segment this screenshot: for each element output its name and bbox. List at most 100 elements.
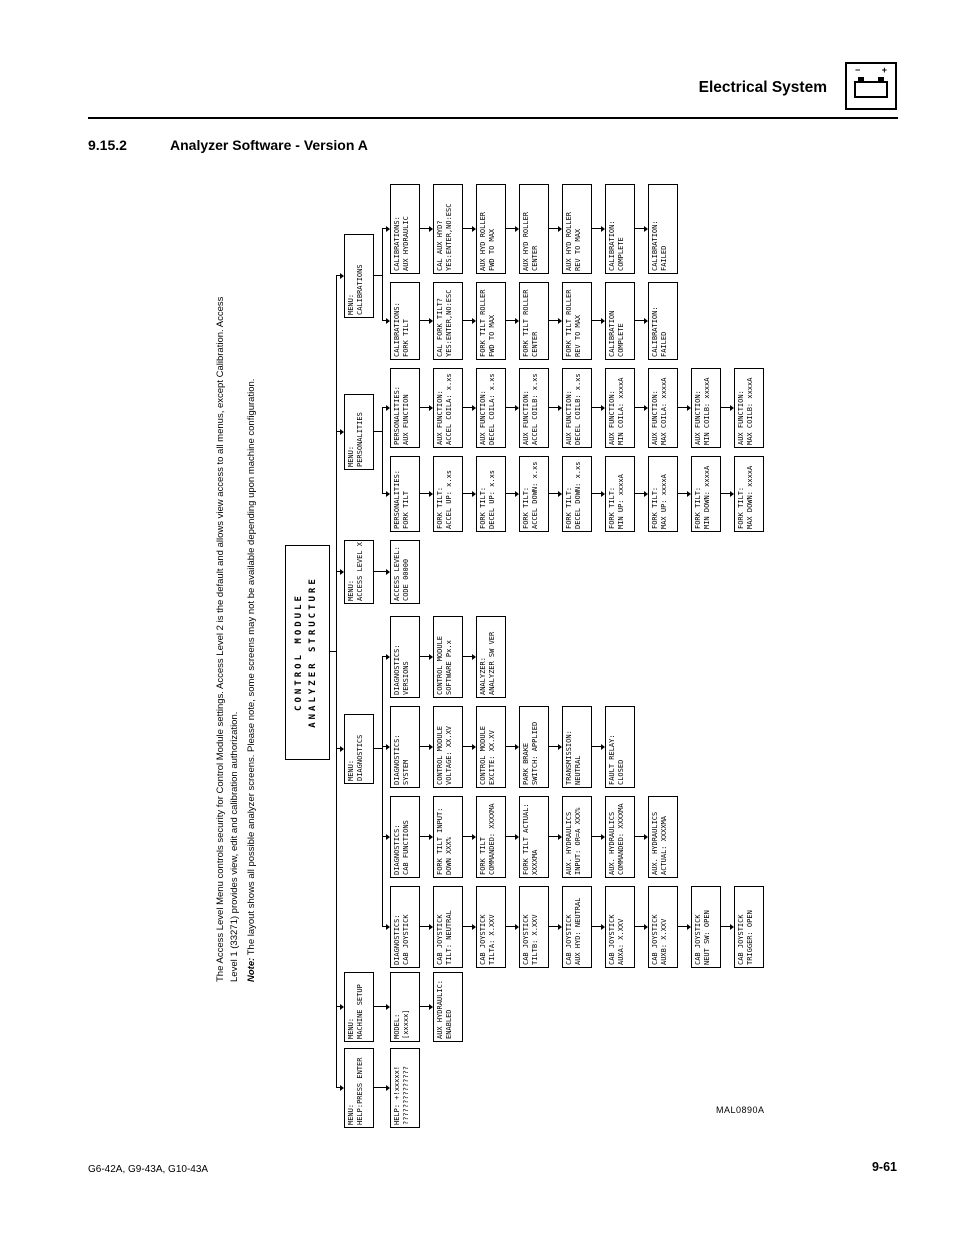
connector-line: [721, 407, 730, 408]
connector-line: [463, 656, 472, 657]
battery-terminal-right: [878, 77, 884, 81]
screen-box: CAB JOYSTICK TRIGGER: OPEN: [734, 886, 764, 968]
connector-line: [382, 657, 383, 927]
footer-page-number: 9-61: [871, 1160, 897, 1174]
screen-box: FORK TILT: MIN UP: xxxxA: [605, 456, 635, 532]
screen-box: AUX. HYDRAULICS ACTUAL: XXXXMA: [648, 796, 678, 878]
connector-line: [592, 493, 601, 494]
menu-box: MENU: HELP:PRESS ENTER: [344, 1048, 374, 1128]
screen-box: CAL AUX HYD? YES:ENTER,NO:ESC: [433, 184, 463, 274]
connector-line: [506, 746, 515, 747]
connector-line: [592, 320, 601, 321]
submenu-box: PERSONALITIES: FORK TILT: [390, 456, 420, 532]
header-divider: [88, 117, 898, 119]
battery-body-shape: [854, 77, 888, 98]
screen-box: FORK TILT: ACCEL UP: x.xs: [433, 456, 463, 532]
connector-line: [420, 926, 429, 927]
connector-line: [374, 1087, 386, 1088]
section-name: Analyzer Software - Version A: [170, 137, 368, 153]
footer-model-list: G6-42A, G9-43A, G10-43A: [88, 1164, 209, 1175]
connector-line: [721, 493, 730, 494]
arrowhead-icon: [340, 1085, 344, 1091]
connector-line: [592, 836, 601, 837]
submenu-box: CALIBRATIONS: FORK TILT: [390, 282, 420, 360]
connector-line: [463, 493, 472, 494]
submenu-box: PERSONALITIES: AUX FUNCTION: [390, 368, 420, 448]
section-title: 9.15.2 Analyzer Software - Version A: [88, 137, 368, 153]
screen-box: AUX FUNCTION: MAX COILA: xxxxA: [648, 368, 678, 448]
connector-line: [549, 320, 558, 321]
arrowhead-icon: [340, 746, 344, 752]
connector-line: [635, 228, 644, 229]
screen-box: FAULT RELAY: CLOSED: [605, 706, 635, 788]
connector-line: [635, 836, 644, 837]
screen-box: CAB JOYSTICK TILT: NEUTRAL: [433, 886, 463, 968]
screen-box: FORK TILT: DECEL UP: x.xs: [476, 456, 506, 532]
screen-box: FORK TILT ACTUAL: XXXXMA: [519, 796, 549, 878]
intro-text: The Access Level Menu controls security …: [214, 290, 261, 982]
connector-line: [635, 926, 644, 927]
connector-line: [635, 493, 644, 494]
screen-box: PARK BRAKE SWITCH: APPLIED: [519, 706, 549, 788]
submenu-box: DIAGNOSTICS: SYSTEM: [390, 706, 420, 788]
connector-line: [506, 926, 515, 927]
connector-line: [420, 320, 429, 321]
section-number: 9.15.2: [88, 137, 127, 153]
intro-note: Note: The layout shows all possible anal…: [245, 290, 259, 982]
screen-box: MODEL: [xxxxx]: [390, 972, 420, 1042]
connector-line: [506, 228, 515, 229]
connector-line: [420, 493, 429, 494]
screen-box: AUX. HYDRAULICS INPUT: OR=A XXX%: [562, 796, 592, 878]
battery-minus-label: −: [855, 65, 861, 75]
screen-box: FORK TILT: ACCEL DOWN: x.xs: [519, 456, 549, 532]
battery-plus-label: +: [881, 65, 887, 75]
screen-box: FORK TILT: DECEL DOWN: x.xs: [562, 456, 592, 532]
screen-box: AUX FUNCTION: MAX COILB: xxxxA: [734, 368, 764, 448]
menu-box: MENU: MACHINE SETUP: [344, 972, 374, 1042]
connector-line: [374, 571, 386, 572]
screen-box: AUX. HYDRAULICS COMMANDED: XXXXMA: [605, 796, 635, 878]
menu-box: MENU: PERSONALITIES: [344, 394, 374, 470]
connector-line: [463, 746, 472, 747]
screen-box: FORK TILT: MAX DOWN: xxxxA: [734, 456, 764, 532]
screen-box: CAB JOYSTICK TILTB: X.XXV: [519, 886, 549, 968]
submenu-box: DIAGNOSTICS: CAB FUNCTIONS: [390, 796, 420, 878]
screen-box: FORK TILT ROLLER FWD TO MAX: [476, 282, 506, 360]
submenu-box: DIAGNOSTICS: CAB JOYSTICK: [390, 886, 420, 968]
submenu-box: DIAGNOSTICS: VERSIONS: [390, 616, 420, 698]
connector-line: [549, 746, 558, 747]
analyzer-flowchart: The Access Level Menu controls security …: [210, 170, 920, 1140]
intro-note-text: The layout shows all possible analyzer s…: [245, 378, 257, 958]
connector-line: [721, 926, 730, 927]
screen-box: FORK TILT: MIN DOWN: xxxxA: [691, 456, 721, 532]
battery-terminal-left: [858, 77, 864, 81]
connector-line: [592, 407, 601, 408]
connector-line: [549, 926, 558, 927]
screen-box: CALIBRATION: FAILED: [648, 282, 678, 360]
connector-line: [678, 407, 687, 408]
diagram-root: CONTROL MODULE ANALYZER STRUCTURE: [285, 545, 330, 760]
screen-box: FORK TILT ROLLER REV TO MAX: [562, 282, 592, 360]
screen-box: CAB JOYSTICK AUX HYD: NEUTRAL: [562, 886, 592, 968]
connector-line: [463, 926, 472, 927]
connector-line: [549, 836, 558, 837]
screen-box: FORK TILT COMMANDED: XXXXMA: [476, 796, 506, 878]
screen-box: CONTROL MODULE VOLTAGE: XX.XV: [433, 706, 463, 788]
connector-line: [635, 407, 644, 408]
connector-line: [549, 228, 558, 229]
screen-box: CALIBRATION: FAILED: [648, 184, 678, 274]
connector-line: [374, 1006, 386, 1007]
connector-line: [463, 407, 472, 408]
connector-line: [592, 926, 601, 927]
screen-box: CALIBRATION: COMPLETE: [605, 184, 635, 274]
connector-line: [336, 275, 337, 1088]
screen-box: AUX FUNCTION: ACCEL COILA: x.xs: [433, 368, 463, 448]
screen-box: AUX FUNCTION: DECEL COILB: x.xs: [562, 368, 592, 448]
screen-box: AUX FUNCTION: DECEL COILA: x.xs: [476, 368, 506, 448]
arrowhead-icon: [340, 273, 344, 279]
connector-line: [420, 407, 429, 408]
menu-box: MENU: DIAGNOSTICS: [344, 714, 374, 784]
screen-box: AUX FUNCTION: ACCEL COILB: x.xs: [519, 368, 549, 448]
screen-box: HELP: +!xxxxx! ??????????????: [390, 1048, 420, 1128]
screen-box: CAB JOYSTICK NEUT SW: OPEN: [691, 886, 721, 968]
